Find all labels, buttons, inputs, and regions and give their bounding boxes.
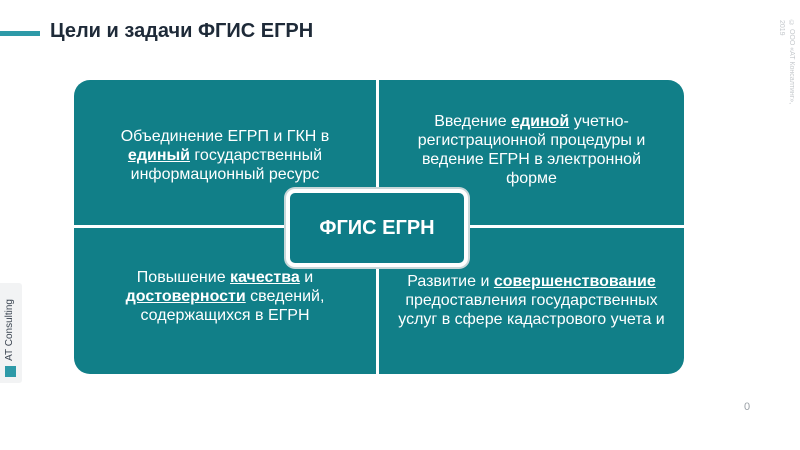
slide-title: Цели и задачи ФГИС ЕГРН (50, 20, 314, 42)
center-node-label: ФГИС ЕГРН (319, 216, 435, 239)
emphasis-word: достоверности (125, 287, 246, 305)
company-logo: AT Consulting (0, 283, 22, 383)
quadrant-top-right-text: Введение единой учетно-регистрационной п… (417, 112, 646, 187)
logo-square-icon (5, 366, 16, 377)
quadrant-bottom-left: Повышение качества и достоверности сведе… (74, 228, 376, 374)
emphasis-word: совершенствование (493, 273, 656, 290)
emphasis-word: качества (230, 268, 300, 286)
logo-text: AT Consulting (4, 299, 15, 361)
page-number: 0 (744, 401, 751, 413)
quadrant-top-left-text: Объединение ЕГРП и ГКН в единый государс… (120, 128, 330, 183)
emphasis-word: единый (127, 147, 190, 164)
center-node: ФГИС ЕГРН (286, 189, 468, 267)
emphasis-word: единой (511, 112, 570, 130)
quadrant-bottom-left-text: Повышение качества и достоверности сведе… (125, 268, 325, 324)
title-accent-bar (0, 31, 40, 36)
quadrant-bottom-right-text: Развитие и совершенствование предоставле… (398, 273, 665, 328)
quadrant-top-left: Объединение ЕГРП и ГКН в единый государс… (74, 80, 376, 225)
copyright-text: © ООО «АТ Консалтинг», 2019 (778, 20, 795, 105)
